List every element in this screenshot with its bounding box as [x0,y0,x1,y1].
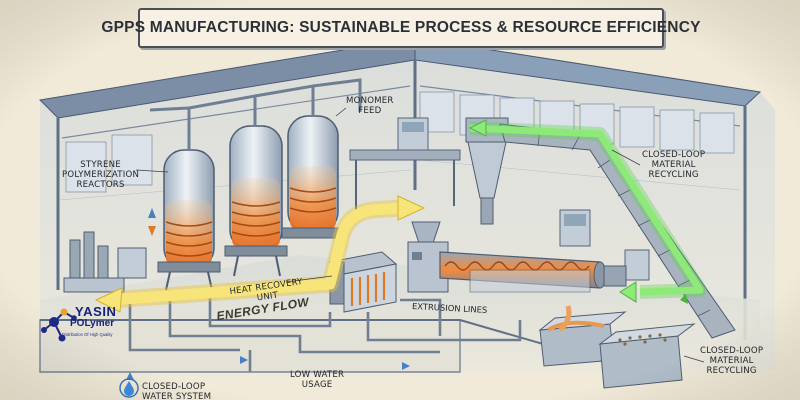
title-banner: GPPS MANUFACTURING: SUSTAINABLE PROCESS … [101,8,700,48]
logo-molecule-icon [41,308,77,342]
label-closed-loop-water: CLOSED-LOOP WATER SYSTEM [142,382,212,400]
label-closed-loop-recycling-bottom: CLOSED-LOOP MATERIAL RECYCLING [700,346,764,376]
water-drop-icon [119,378,139,398]
label-styrene-reactors: STYRENE POLYMERIZATION REACTORS [62,160,140,190]
label-monomer-feed: MONOMER FEED [346,96,394,116]
logo-subtitle: POLymer [70,318,115,329]
page-title: GPPS MANUFACTURING: SUSTAINABLE PROCESS … [101,19,701,36]
label-low-water-usage: LOW WATER USAGE [290,370,345,390]
label-closed-loop-recycling-top: CLOSED-LOOP MATERIAL RECYCLING [642,150,706,180]
logo-tagline: Distribution Of High Quality [62,332,113,337]
logo-name: YASIN [75,304,117,319]
